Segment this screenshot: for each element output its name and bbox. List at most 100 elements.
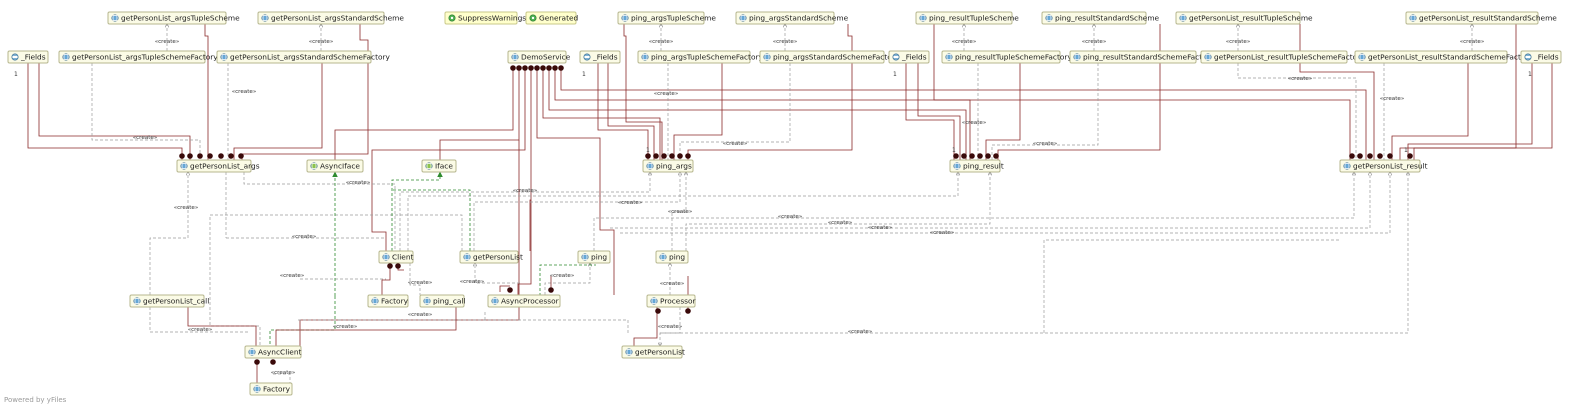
- class-node-asyncproc[interactable]: AsyncProcessor: [487, 294, 561, 308]
- composition-dot: [179, 153, 185, 159]
- create-label: «create»: [930, 230, 955, 236]
- class-node-gpla_tuple[interactable]: getPersonList_argsTupleScheme: [107, 11, 240, 25]
- node-box: [1520, 50, 1562, 64]
- class-node-ac_factory[interactable]: Factory: [249, 382, 293, 396]
- class-node-pa_tuple[interactable]: ping_argsTupleScheme: [617, 11, 716, 25]
- class-node-pa_stdf[interactable]: ping_argsStandardSchemeFactory: [759, 50, 900, 64]
- class-icon: [382, 253, 390, 261]
- class-node-demo[interactable]: DemoService: [507, 50, 571, 64]
- node-box: [7, 50, 49, 64]
- class-node-gpl_call[interactable]: getPersonList_call: [129, 294, 209, 308]
- class-node-pa_std[interactable]: ping_argsStandardScheme: [735, 11, 849, 25]
- class-node-gplr_tuple[interactable]: getPersonList_resultTupleScheme: [1175, 11, 1313, 25]
- composition-dot: [685, 153, 691, 159]
- create-label: «create»: [309, 39, 334, 45]
- composition-dot: [552, 65, 558, 71]
- node-label: ping_resultStandardSchemeFactory: [1083, 53, 1215, 62]
- class-node-getpersonlist_fn2[interactable]: getPersonList: [621, 345, 685, 359]
- create-dependency-edge: [620, 172, 1390, 234]
- class-node-ping_args[interactable]: ping_args: [642, 159, 694, 173]
- create-label: «create»: [649, 39, 674, 45]
- composition-edge: [687, 24, 853, 160]
- node-box: [1175, 11, 1301, 25]
- enum-icon: [11, 53, 19, 61]
- class-node-processor[interactable]: Processor: [646, 294, 697, 308]
- node-box: [1200, 50, 1348, 64]
- class-node-gplr_stdf[interactable]: getPersonList_resultStandardSchemeFactor…: [1354, 50, 1533, 64]
- class-node-asynciface[interactable]: AsyncIface: [306, 159, 364, 173]
- class-node-ping_result[interactable]: ping_result: [949, 159, 1004, 173]
- composition-dot: [516, 65, 522, 71]
- class-node-pr_std[interactable]: ping_resultStandardScheme: [1041, 11, 1160, 25]
- create-dependency-edge: [991, 63, 1099, 160]
- interface-icon: [425, 162, 433, 170]
- class-node-asyncclient[interactable]: AsyncClient: [244, 345, 302, 359]
- composition-edge: [560, 68, 1367, 160]
- composition-dot: [1357, 153, 1363, 159]
- class-node-gpla_std[interactable]: getPersonList_argsStandardScheme: [257, 11, 404, 25]
- class-node-gpl_args[interactable]: getPersonList_args: [176, 159, 260, 173]
- composition-dot: [645, 153, 651, 159]
- class-icon: [646, 162, 654, 170]
- composition-dot: [1377, 153, 1383, 159]
- class-node-gplr_tuplef[interactable]: getPersonList_resultTupleSchemeFactory: [1200, 50, 1365, 64]
- class-node-client[interactable]: Client: [378, 250, 414, 264]
- create-dependency-edge: [149, 307, 248, 333]
- create-label: «create»: [550, 273, 575, 279]
- node-box: [1041, 11, 1147, 25]
- class-node-fields4[interactable]: _Fields: [1520, 50, 1562, 64]
- node-box: [1339, 159, 1421, 173]
- node-label: _Fields: [901, 53, 927, 62]
- node-label: getPersonList_argsStandardScheme: [271, 14, 404, 23]
- node-box: [949, 159, 1001, 173]
- composition-edge: [1391, 63, 1469, 160]
- class-node-gplr_std[interactable]: getPersonList_resultStandardScheme: [1405, 11, 1557, 25]
- composition-dot: [507, 287, 513, 293]
- node-label: Factory: [381, 297, 409, 306]
- class-node-ping_fn2[interactable]: ping: [655, 250, 689, 264]
- class-node-gpl_result[interactable]: getPersonList_result: [1339, 159, 1428, 173]
- create-label: «create»: [133, 135, 158, 141]
- class-node-generated[interactable]: Generated: [525, 11, 579, 25]
- class-icon: [133, 297, 141, 305]
- class-node-fields1[interactable]: _Fields: [7, 50, 49, 64]
- class-node-iface[interactable]: Iface: [421, 159, 457, 173]
- node-box: [941, 50, 1061, 64]
- class-node-pr_stdf[interactable]: ping_resultStandardSchemeFactory: [1069, 50, 1215, 64]
- node-box: [642, 159, 694, 173]
- node-box: [444, 11, 518, 25]
- composition-dot: [1407, 153, 1413, 159]
- class-node-pr_tuplef[interactable]: ping_resultTupleSchemeFactory: [941, 50, 1072, 64]
- create-dependency-edge: [399, 172, 650, 251]
- composition-dot: [969, 153, 975, 159]
- composition-dot: [534, 65, 540, 71]
- class-node-pr_tuple[interactable]: ping_resultTupleScheme: [915, 11, 1019, 25]
- class-node-fields3[interactable]: _Fields: [888, 50, 930, 64]
- class-node-getpersonlist_fn[interactable]: getPersonList: [459, 250, 523, 264]
- class-node-client_factory[interactable]: Factory: [367, 294, 409, 308]
- class-node-fields2[interactable]: _Fields: [579, 50, 621, 64]
- enum-icon: [1524, 53, 1532, 61]
- create-dependency-edge: [1043, 239, 1340, 333]
- nodes-layer: getPersonList_argsTupleScheme getPersonLi…: [7, 11, 1562, 396]
- class-node-pa_tuplef[interactable]: ping_argsTupleSchemeFactory: [637, 50, 764, 64]
- node-box: [579, 50, 621, 64]
- class-node-ping_call[interactable]: ping_call: [419, 294, 466, 308]
- class-icon: [1045, 14, 1053, 22]
- create-dependency-edge: [679, 63, 791, 160]
- class-node-ping_fn[interactable]: ping: [577, 250, 611, 264]
- node-box: [1069, 50, 1197, 64]
- composition-dot: [528, 65, 534, 71]
- composition-edge: [905, 63, 955, 160]
- composition-edge: [187, 307, 257, 346]
- class-icon: [763, 53, 771, 61]
- composition-edge: [233, 63, 323, 160]
- multiplicity-label: 1: [893, 71, 897, 78]
- composition-dot: [985, 153, 991, 159]
- class-node-gpla_stdf[interactable]: getPersonList_argsStandardSchemeFactory: [216, 50, 391, 64]
- node-box: [257, 11, 385, 25]
- class-node-gpla_tuplef[interactable]: getPersonList_argsTupleSchemeFactory: [58, 50, 218, 64]
- node-label: ping_argsTupleSchemeFactory: [651, 53, 764, 62]
- class-node-suppress[interactable]: SuppressWarnings: [444, 11, 526, 25]
